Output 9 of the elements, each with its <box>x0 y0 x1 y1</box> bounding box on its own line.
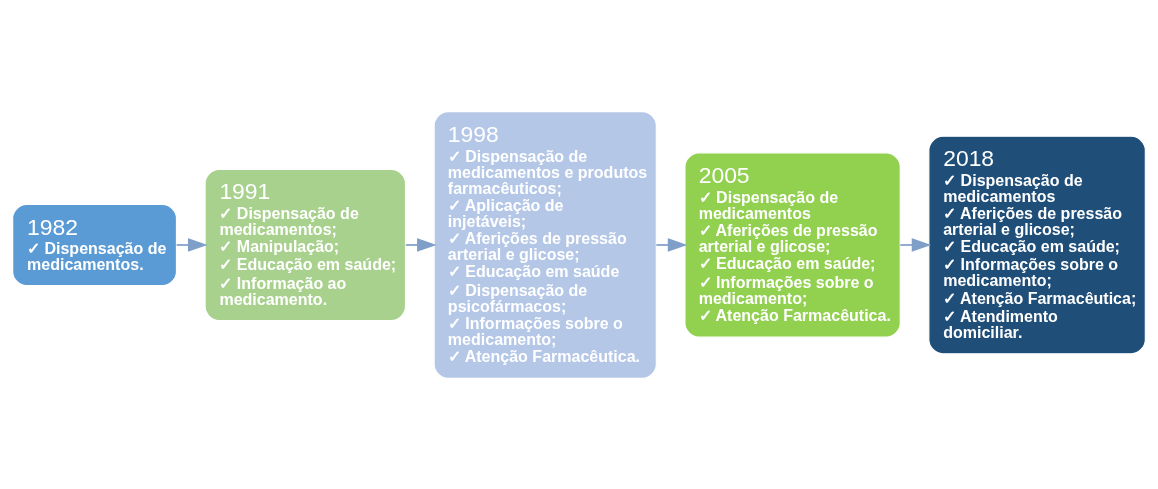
arrow <box>655 237 688 252</box>
node-box: 1998 ✓ Dispensação de medicamentos e produtos farmacêuticos; ✓ Aplicação de injetáveis; ✓ Aferições de pressão arterial e glicose; ✓ Educação em saúde ✓ Dispensação de psicofármacos; ✓ Informações sobre o medicamento; ✓ Atenção Farmacêutica. <box>433 110 657 379</box>
arrow <box>404 237 437 252</box>
node-box: 2005 ✓ Dispensação de medicamentos ✓ Aferições de pressão arterial e glicose; ✓ Educação em saúde; ✓ Informações sobre o medicamento; ✓ Atenção Farmacêutica. <box>684 151 901 338</box>
arrow <box>899 237 932 252</box>
node-box: 1982 ✓ Dispensação de medicamentos. <box>12 203 178 286</box>
arrow <box>175 237 208 252</box>
node-box: 2018 ✓ Dispensação de medicamentos ✓ Aferições de pressão arterial e glicose; ✓ Educação em saúde; ✓ Informações sobre o medicamento; ✓ Atenção Farmacêutica; ✓ Atendimento domiciliar. <box>928 135 1146 354</box>
node-box: 1991 ✓ Dispensação de medicamentos; ✓ Manipulação; ✓ Educação em saúde; ✓ Informação ao medicamento. <box>204 168 407 321</box>
